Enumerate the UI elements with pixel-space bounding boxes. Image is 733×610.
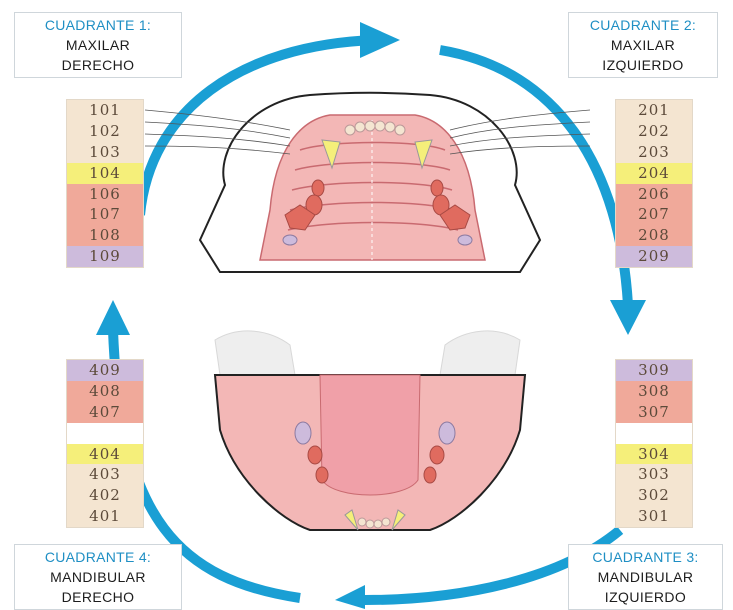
tooth-201: 201 <box>616 100 692 121</box>
tooth-107: 107 <box>67 204 143 225</box>
tooth-407: 407 <box>67 402 143 423</box>
tooth-401: 401 <box>67 506 143 527</box>
tooth-109: 109 <box>67 246 143 267</box>
tooth-104: 104 <box>67 163 143 184</box>
tooth-207: 207 <box>616 204 692 225</box>
quadrant-1-label: CUADRANTE 1: MAXILAR DERECHO <box>14 12 182 78</box>
tooth-gap <box>616 423 692 444</box>
tooth-204: 204 <box>616 163 692 184</box>
teeth-column-q3: 309 308 307 304 303 302 301 <box>615 359 693 528</box>
quadrant-3-label: CUADRANTE 3: MANDIBULAR IZQUIERDO <box>568 544 723 610</box>
teeth-column-q2: 201 202 203 204 206 207 208 209 <box>615 99 693 268</box>
tooth-gap <box>67 423 143 444</box>
tooth-304: 304 <box>616 444 692 465</box>
tooth-303: 303 <box>616 464 692 485</box>
tooth-206: 206 <box>616 184 692 205</box>
quadrant-3-line1: MANDIBULAR <box>575 567 716 587</box>
quadrant-2-line1: MAXILAR <box>575 35 711 55</box>
quadrant-1-line2: DERECHO <box>21 55 175 75</box>
quadrant-4-title: CUADRANTE 4: <box>21 547 175 567</box>
tooth-202: 202 <box>616 121 692 142</box>
quadrant-2-line2: IZQUIERDO <box>575 55 711 75</box>
tooth-409: 409 <box>67 360 143 381</box>
teeth-column-q1: 101 102 103 104 106 107 108 109 <box>66 99 144 268</box>
tooth-301: 301 <box>616 506 692 527</box>
tooth-102: 102 <box>67 121 143 142</box>
quadrant-4-label: CUADRANTE 4: MANDIBULAR DERECHO <box>14 544 182 610</box>
quadrant-4-line2: DERECHO <box>21 587 175 607</box>
tooth-408: 408 <box>67 381 143 402</box>
quadrant-3-title: CUADRANTE 3: <box>575 547 716 567</box>
upper-jaw-illustration <box>200 93 540 272</box>
tooth-208: 208 <box>616 225 692 246</box>
tooth-203: 203 <box>616 142 692 163</box>
tooth-309: 309 <box>616 360 692 381</box>
tooth-209: 209 <box>616 246 692 267</box>
quadrant-4-line1: MANDIBULAR <box>21 567 175 587</box>
quadrant-1-title: CUADRANTE 1: <box>21 15 175 35</box>
tooth-404: 404 <box>67 444 143 465</box>
quadrant-3-line2: IZQUIERDO <box>575 587 716 607</box>
tooth-403: 403 <box>67 464 143 485</box>
tooth-308: 308 <box>616 381 692 402</box>
quadrant-1-line1: MAXILAR <box>21 35 175 55</box>
tooth-108: 108 <box>67 225 143 246</box>
tooth-302: 302 <box>616 485 692 506</box>
tooth-402: 402 <box>67 485 143 506</box>
lower-jaw-illustration <box>215 331 525 530</box>
quadrant-2-title: CUADRANTE 2: <box>575 15 711 35</box>
teeth-column-q4: 409 408 407 404 403 402 401 <box>66 359 144 528</box>
tooth-101: 101 <box>67 100 143 121</box>
tooth-307: 307 <box>616 402 692 423</box>
tooth-106: 106 <box>67 184 143 205</box>
quadrant-2-label: CUADRANTE 2: MAXILAR IZQUIERDO <box>568 12 718 78</box>
tooth-103: 103 <box>67 142 143 163</box>
